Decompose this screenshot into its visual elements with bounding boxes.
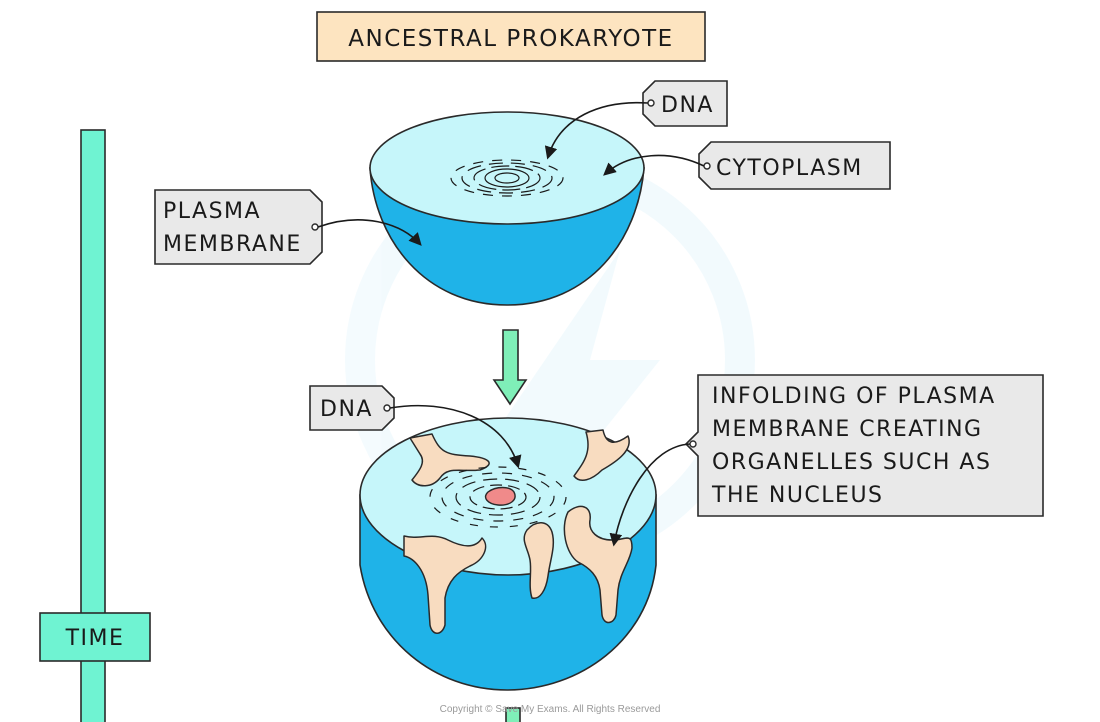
time-label: TIME [65,626,125,651]
prokaryote-cytoplasm [369,111,645,225]
tag-dna-top: DNA [544,80,728,160]
tag-dna-bottom-text: DNA [320,397,373,422]
infold-right [563,505,633,624]
title-box: ANCESTRAL PROKARYOTE [316,11,706,62]
arrow-cytoplasm [603,154,705,176]
arrow-dna-bottom [389,404,522,469]
time-axis: TIME [39,129,151,722]
prokaryote-cell [369,111,645,306]
infold-left [403,535,487,634]
tag-cytoplasm: CYTOPLASM [603,141,891,190]
tag-infolding: INFOLDING OF PLASMA MEMBRANE CREATING OR… [609,374,1044,547]
infolding-cell [359,417,657,691]
tag-infolding-line4: THE NUCLEUS [711,483,884,508]
copyright-text: Copyright © Save My Exams. All Rights Re… [439,704,661,715]
down-arrow [492,329,528,406]
infold-topleft [409,433,490,487]
infold-right-bottom [523,522,555,599]
time-label-box [39,612,151,662]
tag-dna-top-text: DNA [661,93,714,118]
tag-plasma-membrane: PLASMA MEMBRANE [154,189,422,265]
tag-plasma-membrane-line2: MEMBRANE [163,232,302,257]
infold-topright [573,429,630,481]
tag-infolding-line2: MEMBRANE CREATING [712,417,983,442]
prokaryote-dna [450,159,564,197]
title-text: ANCESTRAL PROKARYOTE [348,26,673,52]
tag-cytoplasm-text: CYTOPLASM [716,156,863,181]
arrow-plasma-membrane [317,219,422,246]
infolding-dna [429,466,567,528]
nucleus-shape [484,486,516,506]
tag-infolding-line3: ORGANELLES SUCH AS [712,450,991,475]
tag-infolding-line1: INFOLDING OF PLASMA [712,384,996,409]
arrow-dna-top [544,101,649,160]
down-arrow-continue [505,707,521,722]
tag-dna-bottom: DNA [309,385,522,469]
arrow-infolding [609,443,691,547]
tag-plasma-membrane-line1: PLASMA [163,199,261,224]
